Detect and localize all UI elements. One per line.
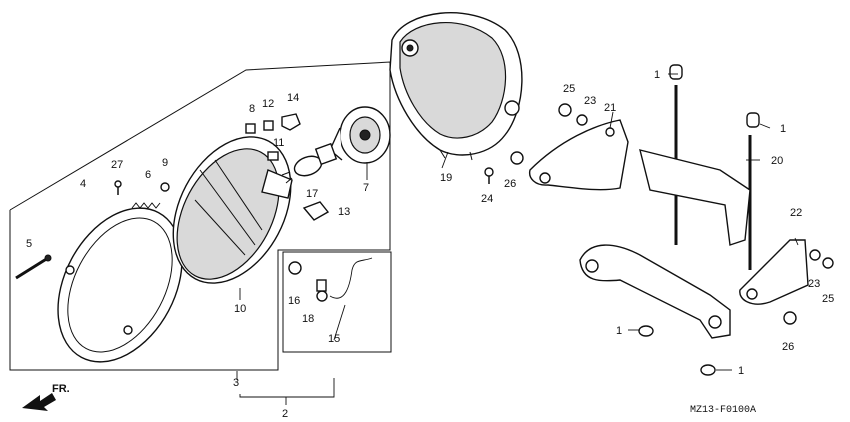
callout-8: 8 [249,103,255,115]
bolt-1-top-part [669,64,683,80]
bolt-26-lower-part [783,311,797,325]
callout-4: 4 [80,178,86,190]
callout-7: 7 [363,182,369,194]
callout-11: 11 [273,137,284,149]
bulb-17-part [281,142,338,184]
callout-15: 15 [328,333,340,345]
callout-1-bottom: 1 [738,365,744,377]
callout-23-lower: 23 [808,278,820,290]
callout-21: 21 [604,102,616,114]
bolt-25-lower-part [822,257,834,269]
spring-6-part [131,202,161,209]
callout-5: 5 [26,238,32,250]
bolt-1-lower-part [638,325,654,337]
callout-6: 6 [145,169,151,181]
callout-25-upper: 25 [563,83,575,95]
headlight-case-part [389,12,523,161]
bulb-socket-7-part [329,106,391,164]
clip-13-part [302,201,330,221]
callout-3: 3 [233,377,239,389]
bolt-25-upper-part [558,103,572,117]
stay-20-part [579,85,752,339]
diagram-code: MZ13-F0100A [690,405,756,416]
callout-25-lower: 25 [822,293,834,305]
callout-19: 19 [440,172,452,184]
stay-22-part [739,239,809,305]
assembly-boundary-line [9,61,391,371]
callout-22: 22 [790,207,802,219]
callout-9: 9 [162,157,168,169]
callout-24: 24 [481,193,493,205]
callout-26-upper: 26 [504,178,516,190]
callout-12: 12 [262,98,274,110]
bolt-24-part [484,167,494,184]
harness-15-part [329,257,373,299]
callout-10: 10 [234,303,246,315]
washer-23-lower-part [809,249,821,261]
callout-27: 27 [111,159,123,171]
washer-23-upper-part [576,114,588,126]
leader-lines [236,73,799,405]
callout-14: 14 [287,92,299,104]
grommet-16-part [288,261,302,275]
rim-part [57,207,183,363]
nut-9-part [160,182,170,192]
sub-assembly-box [282,251,392,353]
callout-18: 18 [302,313,314,325]
callout-20: 20 [771,155,783,167]
callout-17: 17 [306,188,318,200]
callout-2-label: 2 [282,408,288,420]
headlight-unit-part [172,136,293,284]
callout-1-top: 1 [654,69,660,81]
front-direction-arrow-icon [22,393,56,411]
callout-1-lower: 1 [616,325,622,337]
bulb-18-part [316,279,328,302]
bolt-1-bottom-part [700,364,716,376]
callout-1-right: 1 [780,123,786,135]
stay-21-part [528,119,629,191]
screw-27-part [114,180,122,195]
bolt-26-upper-part [510,151,524,165]
callout-16: 16 [288,295,300,307]
callout-26-lower: 26 [782,341,794,353]
direction-label: FR. [52,383,70,395]
socket-14-part [281,113,301,131]
clip-12-part [263,120,274,131]
callout-23-upper: 23 [584,95,596,107]
screw-5-part [15,254,52,280]
callout-13: 13 [338,206,350,218]
clip-8-part [245,123,256,134]
clip-11-part [267,151,279,161]
bolt-1-right-part [746,112,760,128]
